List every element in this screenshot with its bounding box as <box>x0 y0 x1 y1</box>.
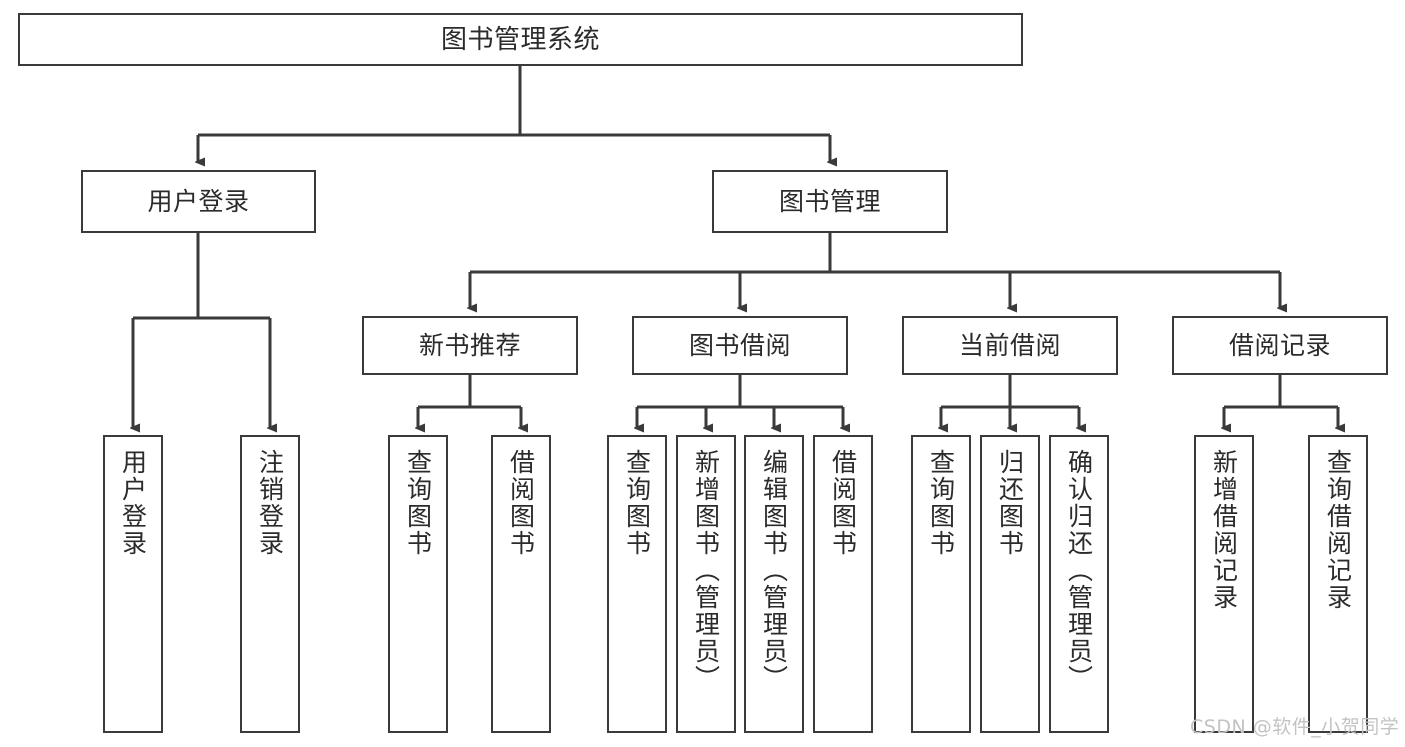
node-label: 当前借阅 <box>958 331 1061 360</box>
leaf-confirm-return-admin[interactable]: 确认归还（管理员） <box>1049 435 1109 733</box>
node-label: 借阅图书 <box>506 449 536 557</box>
node-borrow-record[interactable]: 借阅记录 <box>1172 316 1388 375</box>
node-label: 图书管理系统 <box>440 24 600 55</box>
node-label: 查询图书 <box>403 449 433 557</box>
node-user-login[interactable]: 用户登录 <box>81 170 316 233</box>
leaf-edit-book-admin[interactable]: 编辑图书（管理员） <box>744 435 804 733</box>
node-label: 图书管理 <box>778 187 881 216</box>
leaf-add-book-admin[interactable]: 新增图书（管理员） <box>676 435 736 733</box>
leaf-borrow-book-new[interactable]: 借阅图书 <box>491 435 551 733</box>
node-label: 查询图书 <box>622 449 652 557</box>
node-label: 新增图书（管理员） <box>691 449 721 692</box>
node-label: 新增借阅记录 <box>1209 449 1239 611</box>
node-label: 编辑图书（管理员） <box>759 449 789 692</box>
node-root-system[interactable]: 图书管理系统 <box>18 13 1023 66</box>
watermark-text: CSDN @软件_小贺同学 <box>1190 716 1400 738</box>
node-label: 用户登录 <box>118 449 148 557</box>
leaf-query-book-current[interactable]: 查询图书 <box>911 435 971 733</box>
node-book-management[interactable]: 图书管理 <box>712 170 948 233</box>
leaf-logout[interactable]: 注销登录 <box>240 435 300 733</box>
node-new-book-recommend[interactable]: 新书推荐 <box>362 316 578 375</box>
node-current-borrow[interactable]: 当前借阅 <box>902 316 1118 375</box>
node-label: 用户登录 <box>147 187 250 216</box>
node-label: 查询借阅记录 <box>1323 449 1353 611</box>
leaf-query-book-new[interactable]: 查询图书 <box>388 435 448 733</box>
node-label: 新书推荐 <box>418 331 521 360</box>
leaf-query-book-borrow[interactable]: 查询图书 <box>607 435 667 733</box>
node-label: 图书借阅 <box>688 331 791 360</box>
node-label: 借阅记录 <box>1228 331 1331 360</box>
leaf-query-borrow-record[interactable]: 查询借阅记录 <box>1308 435 1368 733</box>
node-label: 归还图书 <box>995 449 1025 557</box>
leaf-add-borrow-record[interactable]: 新增借阅记录 <box>1194 435 1254 733</box>
node-label: 查询图书 <box>926 449 956 557</box>
node-label: 借阅图书 <box>828 449 858 557</box>
node-label: 确认归还（管理员） <box>1064 449 1094 692</box>
node-label: 注销登录 <box>255 449 285 557</box>
leaf-user-login[interactable]: 用户登录 <box>103 435 163 733</box>
leaf-return-book[interactable]: 归还图书 <box>980 435 1040 733</box>
node-book-borrow[interactable]: 图书借阅 <box>632 316 848 375</box>
leaf-borrow-book[interactable]: 借阅图书 <box>813 435 873 733</box>
